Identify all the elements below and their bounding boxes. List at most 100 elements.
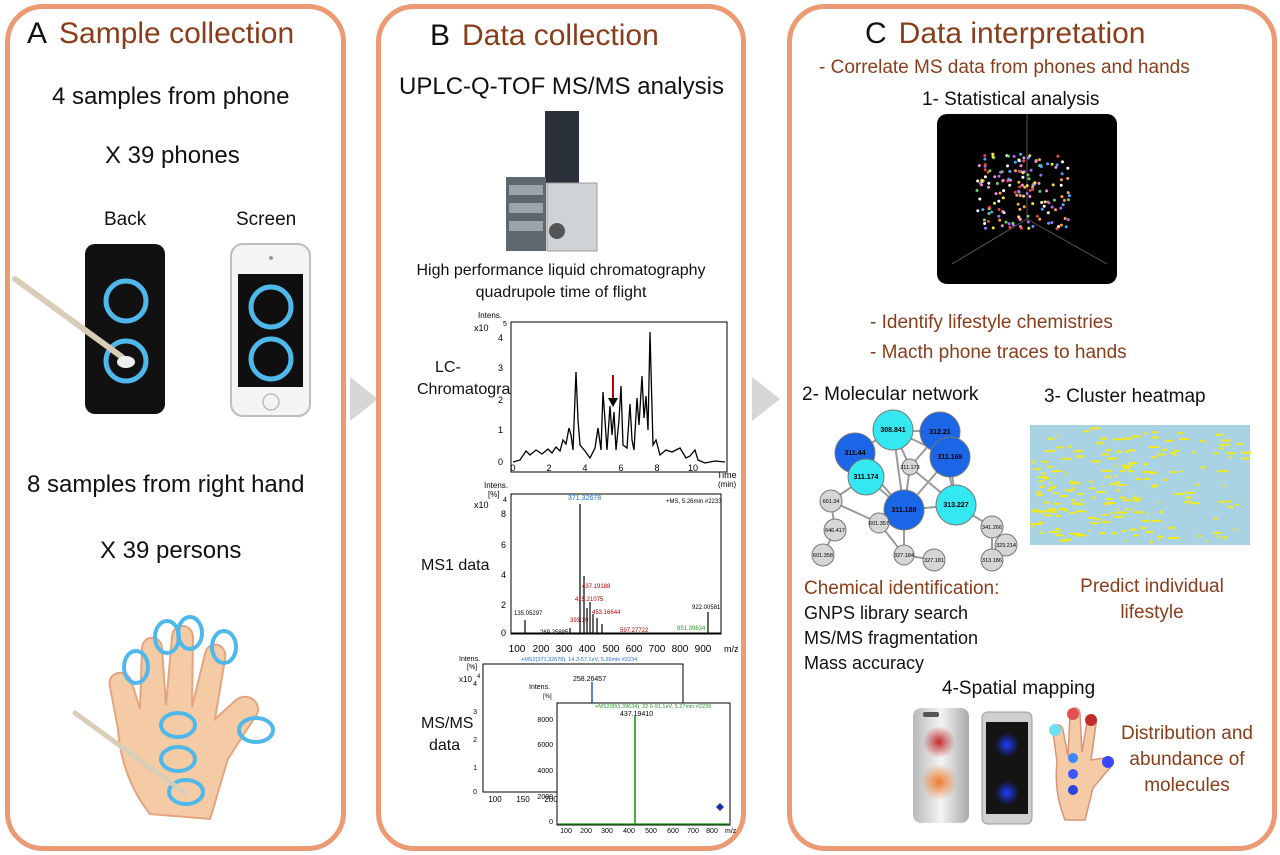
heatmap-cells (1030, 427, 1252, 543)
heatmap-cell (1119, 469, 1125, 472)
heatmap-cell (1197, 534, 1202, 537)
pca-point (1055, 163, 1059, 167)
pca-point (1055, 227, 1059, 231)
pca-point (987, 181, 991, 185)
heatmap-cell (1105, 449, 1111, 452)
msms-header-1: +MS2(371.32678), 14.3-57.1eV, 5.26min #2… (521, 657, 637, 663)
heatmap-cell (1145, 531, 1154, 534)
pca-point (1031, 202, 1035, 206)
pca-point (993, 175, 997, 179)
ms1-peak-label: 597.27722 (620, 628, 649, 634)
pca-point (1046, 211, 1050, 215)
pca-point (1066, 166, 1070, 170)
svg-text:0: 0 (473, 789, 477, 796)
heatmap-cell (1187, 500, 1191, 503)
heatmap-cell (1124, 540, 1127, 542)
ms1-peak-label: 393.19 (570, 618, 589, 624)
heatmap-cell (1165, 439, 1174, 442)
pca-point (1031, 224, 1035, 228)
heatmap-cell (1062, 457, 1072, 460)
cluster-heatmap (1030, 425, 1252, 545)
ms1-xtick: 400 (579, 644, 596, 655)
ms1-label: MS1 data (421, 557, 490, 574)
heatmap-cell (1174, 493, 1185, 495)
heatmap-cell (1055, 534, 1064, 537)
heatmap-cell (1060, 495, 1068, 498)
heatmap-cell (1236, 443, 1243, 445)
ms1-y-unit-2: [%] (488, 490, 500, 499)
heatmap-cell (1132, 497, 1143, 500)
heatmap-cell (1075, 455, 1085, 458)
pca-point (1017, 159, 1021, 162)
heatmap-cell (1213, 452, 1219, 455)
heatmap-cell (1192, 451, 1197, 454)
heatmap-cell (1102, 513, 1108, 516)
pca-point (1000, 224, 1004, 228)
pca-point (1045, 189, 1049, 193)
heatmap-cell (1107, 457, 1117, 460)
hand-samples-text: 8 samples from right hand (27, 471, 305, 498)
instrument-illustration (506, 111, 598, 252)
heatmap-cell (1177, 432, 1183, 435)
ms1-ytick: 6 (501, 540, 506, 550)
ms1-ytick: 8 (501, 509, 506, 519)
pca-point (1060, 195, 1064, 199)
predict-line-1: Predict individual (1080, 576, 1224, 597)
pca-point (1038, 189, 1042, 193)
pca-point (991, 155, 995, 159)
heatmap-cell (1089, 427, 1101, 430)
chem-id-text: Chemical identification: (804, 578, 1000, 599)
lc-label-2: Chromatogram (417, 381, 524, 398)
spatial-mapping-title: 4-Spatial mapping (942, 678, 1096, 699)
msms-x-ticks-2: 100 200 300 400 500 600 700 800 (560, 828, 718, 835)
network-node (994, 533, 1018, 557)
heatmap-cell (1170, 452, 1177, 454)
msms-label-2: data (429, 737, 461, 754)
heatmap-cell (1127, 470, 1135, 473)
heatmap-cell (1049, 486, 1055, 489)
pca-point (1017, 180, 1021, 184)
svg-text:800: 800 (706, 828, 718, 835)
pca-point (1054, 165, 1058, 169)
lc-x-unit-2: (min) (718, 480, 737, 489)
network-node (980, 548, 1004, 572)
heatmap-cell (1229, 456, 1233, 459)
heatmap-cell (1179, 438, 1189, 441)
heatmap-cell (1151, 436, 1159, 439)
swab-tip-icon (117, 356, 135, 368)
heatmap-cell (1158, 501, 1161, 504)
pca-point (1017, 169, 1021, 173)
heatmap-cell (1105, 498, 1114, 500)
network-node (980, 515, 1004, 539)
heatmap-cell (1043, 501, 1050, 504)
heatmap-cell (1235, 503, 1239, 506)
network-node (922, 548, 946, 572)
pca-point (1026, 156, 1030, 160)
heatmap-cell (1041, 513, 1045, 515)
heatmap-cell (1101, 469, 1113, 472)
network-node (868, 512, 890, 534)
heatmap-cell (1090, 460, 1101, 463)
heatmap-cell (1038, 480, 1044, 483)
ms1-y-unit: Intens. (484, 481, 508, 490)
persons-count-text: X 39 persons (100, 537, 242, 564)
lc-ytick: 1 (498, 425, 503, 435)
pca-point (1018, 185, 1022, 189)
heatmap-cell (1087, 529, 1090, 532)
pca-point (1028, 195, 1032, 198)
network-node-label: 601.357 (869, 521, 889, 527)
pca-point (983, 168, 987, 172)
lc-y-ticks: 4 3 2 1 0 (498, 333, 503, 467)
svg-text:4000: 4000 (537, 768, 553, 775)
pca-point (999, 170, 1003, 174)
heatmap-cell (1051, 470, 1063, 473)
pca-point (1066, 198, 1070, 202)
heatmap-cell (1082, 430, 1089, 433)
method-text: UPLC-Q-TOF MS/MS analysis (399, 73, 724, 100)
pca-point (1020, 183, 1024, 187)
heatmap-cell (1123, 467, 1130, 470)
svg-text:100: 100 (560, 828, 572, 835)
pca-point (1021, 171, 1025, 175)
heatmap-cell (1030, 523, 1041, 526)
network-node (823, 518, 847, 542)
